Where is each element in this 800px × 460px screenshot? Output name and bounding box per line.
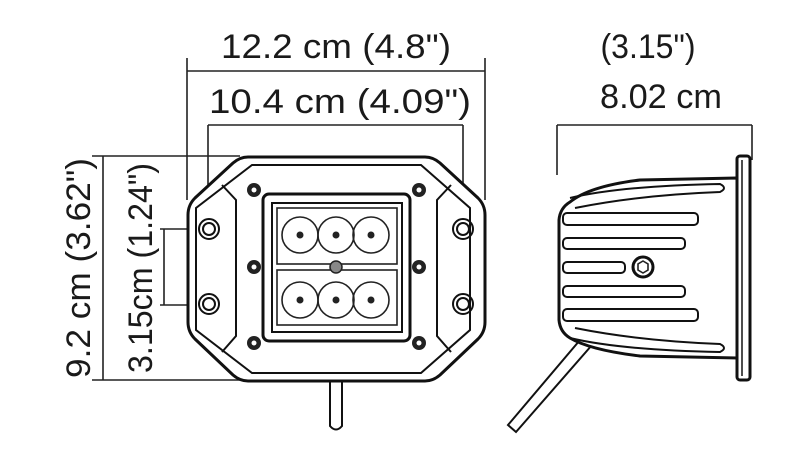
- depth-cm-label: 8.02 cm: [600, 78, 722, 116]
- mount-width-label: 10.4 cm (4.09"): [209, 83, 471, 121]
- depth-inch-label: (3.15"): [601, 28, 696, 66]
- mounting-hole-icon: [452, 293, 474, 315]
- mounting-hole-icon: [452, 218, 474, 240]
- side-bolt-icon: [631, 255, 655, 279]
- cooling-fins: [562, 182, 725, 354]
- front-cable: [329, 381, 343, 431]
- mounting-hole-icon: [198, 218, 220, 240]
- front-view: [186, 155, 487, 431]
- logo-badge-icon: [329, 260, 343, 274]
- overall-height-label: 9.2 cm (3.62"): [60, 158, 98, 378]
- side-view: [506, 154, 752, 434]
- mounting-flange: [735, 154, 752, 382]
- mounting-holes: [198, 218, 474, 315]
- led-array: [281, 216, 390, 319]
- screws: [247, 183, 426, 350]
- overall-width-label: 12.2 cm (4.8"): [221, 28, 451, 66]
- side-cable: [506, 339, 593, 434]
- mounting-hole-icon: [198, 293, 220, 315]
- mount-height-label: 3.15cm (1.24"): [122, 163, 160, 373]
